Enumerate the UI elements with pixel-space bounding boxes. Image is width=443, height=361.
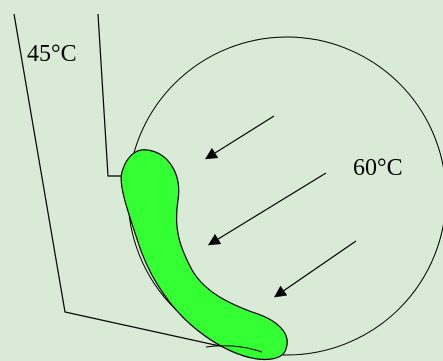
- right-temperature-label: 60°C: [353, 156, 403, 180]
- arrow-icon: [276, 241, 356, 296]
- container-inner-wall: [98, 14, 121, 176]
- green-blob: [121, 150, 287, 360]
- arrow-icon: [207, 116, 274, 158]
- arrow-icon: [210, 173, 326, 244]
- left-temperature-label: 45°C: [27, 42, 77, 66]
